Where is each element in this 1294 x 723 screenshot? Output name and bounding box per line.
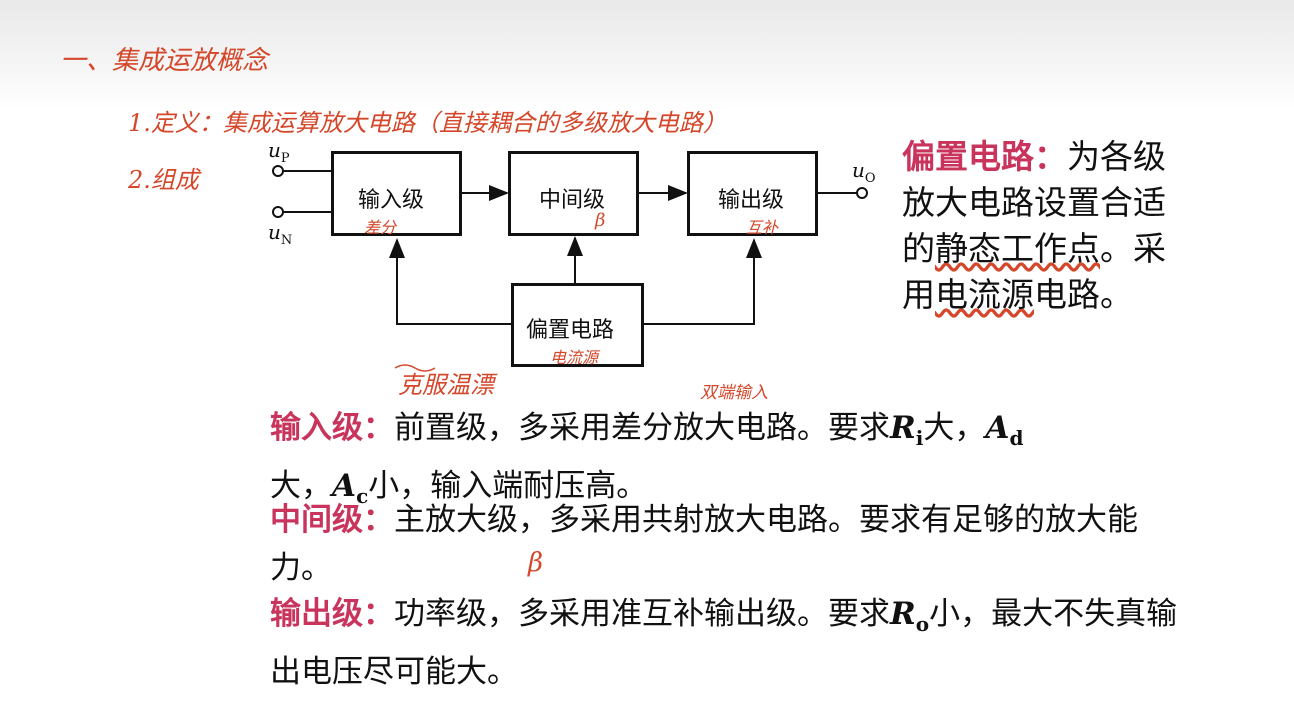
bias-text-3: 电路。 [1034, 275, 1133, 314]
input-stage-note: 差分 [364, 218, 397, 237]
bias-explanation: 偏置电路：为各级放大电路设置合适的静态工作点。采用电流源电路。 [902, 134, 1174, 318]
bias-circuit-note: 电流源 [550, 348, 599, 367]
bias-underline-1: 静态工作点 [935, 229, 1100, 268]
input-stage-box: 输入级 差分 [331, 151, 462, 237]
bias-title: 偏置电路： [902, 137, 1067, 176]
bias-text-2: 。采用 [902, 229, 1166, 314]
input-n-label: uN [268, 220, 293, 248]
handwritten-beta: β [528, 548, 544, 578]
middle-stage-paragraph: 中间级：主放大级，多采用共射放大电路。要求有足够的放大能力。 [270, 496, 1190, 592]
handwritten-dual-input: 双端输入 [700, 383, 768, 403]
handwritten-overcome-drift: 克服温漂 [398, 371, 494, 399]
bias-text-1: 为各级放大电路设置合适的 [902, 137, 1166, 268]
bias-circuit-label: 偏置电路 [526, 318, 615, 343]
middle-stage-note: β [595, 210, 606, 231]
output-stage-box: 输出级 互补 [687, 151, 818, 237]
output-label: uO [852, 158, 876, 186]
input-n-terminal [272, 206, 284, 218]
middle-stage-box: 中间级 β [508, 151, 639, 236]
input-p-label: uP [268, 138, 290, 166]
input-stage-text-3: 大， [270, 468, 332, 505]
bias-underline-2: 电流源 [935, 275, 1034, 314]
bias-to-input-arrow [389, 238, 512, 325]
ac-symbol: Ac [332, 468, 369, 509]
output-stage-note: 互补 [746, 218, 779, 237]
handwritten-heading: 一、集成运放概念 [60, 46, 269, 76]
input-p-terminal [272, 165, 284, 177]
input-stage-text-1: 前置级，多采用差分放大电路。要求 [394, 410, 890, 446]
input-stage-text-4: 小，输入端耐压高。 [368, 468, 648, 505]
handwritten-definition: 1.定义：集成运算放大电路（直接耦合的多级放大电路） [128, 109, 727, 137]
output-stage-title: 输出级： [270, 596, 394, 632]
output-stage-text-2: 小，最大不失真输出电压尽可能大。 [270, 596, 1178, 691]
ro-symbol: Ro [890, 596, 930, 637]
handwritten-composition: 2.组成 [128, 166, 199, 194]
output-terminal [856, 187, 868, 199]
squiggle-bias [394, 364, 436, 372]
input-stage-title: 输入级： [270, 410, 394, 446]
middle-stage-title: 中间级： [270, 502, 394, 538]
input-stage-text-2: 大， [923, 410, 986, 446]
input-stage-label: 输入级 [358, 188, 425, 213]
output-stage-text-1: 功率级，多采用准互补输出级。要求 [394, 596, 890, 632]
bias-to-output-arrow [643, 238, 762, 325]
middle-stage-text: 主放大级，多采用共射放大电路。要求有足够的放大能力。 [270, 502, 1138, 586]
bias-circuit-box: 偏置电路 电流源 [511, 283, 644, 367]
ri-symbol: Ri [890, 410, 924, 451]
output-stage-label: 输出级 [718, 188, 785, 213]
ad-symbol: Ad [985, 410, 1024, 451]
middle-stage-label: 中间级 [539, 188, 606, 213]
output-stage-paragraph: 输出级：功率级，多采用准互补输出级。要求Ro小，最大不失真输出电压尽可能大。 [270, 590, 1190, 696]
block-diagram [272, 165, 868, 372]
